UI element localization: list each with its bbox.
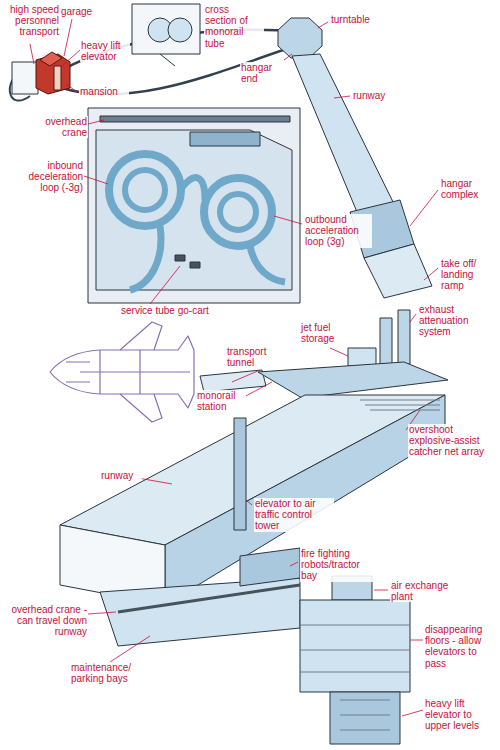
- leader-line: [410, 190, 438, 226]
- fuel-tank: [348, 348, 376, 366]
- callout-label: service tube go-cart: [120, 305, 230, 316]
- callout-label: heavy lift elevator to upper levels: [424, 698, 496, 732]
- mansion-roof: [40, 52, 62, 66]
- runway-tube: [292, 54, 398, 224]
- callout-label: hangar complex: [440, 178, 496, 200]
- callout-label: overhead crane -can travel down runway: [8, 604, 88, 638]
- callout-label: runway: [100, 470, 142, 481]
- leader-line: [410, 314, 416, 322]
- leader-line: [88, 612, 116, 614]
- callout-label: maintenance/ parking bays: [70, 662, 150, 684]
- leader-line: [334, 96, 350, 98]
- elevator-complex: [300, 600, 410, 692]
- leader-line: [290, 562, 298, 566]
- overhead-crane: [100, 116, 290, 122]
- callout-label: elevator to air traffic control tower: [254, 498, 334, 532]
- disappearing-floor: [300, 625, 410, 672]
- plane-outline: [50, 322, 194, 422]
- callout-label: hangar end: [240, 62, 288, 84]
- acceleration-loop: [204, 178, 272, 246]
- leader-line: [410, 640, 423, 641]
- catcher-net: [360, 400, 440, 410]
- callout-label: high speed personnel transport: [2, 4, 60, 38]
- callout-label: outbound acceleration loop (3g): [304, 214, 372, 248]
- leader-line: [318, 22, 328, 28]
- heavy-lift-elevator: [54, 66, 61, 90]
- leader-line: [150, 266, 180, 304]
- callout-label: disappearing floors - allow elevators to…: [424, 624, 496, 669]
- acceleration-loop: [220, 194, 256, 230]
- inset-frame: [88, 108, 300, 303]
- tower-elevator: [234, 418, 246, 530]
- callout-label: mansion: [79, 86, 129, 97]
- leader-lines: [30, 19, 438, 716]
- go-cart: [190, 262, 200, 268]
- callout-label: overshoot explosive-assist catcher net a…: [408, 424, 494, 458]
- ramp: [364, 244, 432, 298]
- callout-label: air exchange plant: [390, 580, 450, 602]
- callout-label: exhaust attenuation system: [418, 304, 496, 338]
- leader-line: [88, 120, 104, 124]
- callout-label: turntable: [330, 14, 390, 25]
- callout-label: transport tunnel: [226, 346, 282, 368]
- callout-label: heavy lift elevator: [80, 40, 130, 62]
- leader-line: [84, 176, 108, 184]
- fire-bay: [240, 548, 300, 586]
- inset-floor: [96, 130, 292, 290]
- maintenance-bays: [100, 578, 300, 646]
- shaft-rungs: [340, 700, 390, 730]
- callout-label: cross section of monorail tube: [204, 4, 264, 49]
- callout-label: garage: [60, 6, 100, 17]
- leader-line: [30, 44, 34, 64]
- callout-label: inbound deceleration loop (-3g): [18, 160, 84, 194]
- garage-building: [12, 62, 38, 94]
- transport-tunnel: [200, 370, 266, 392]
- leader-line: [402, 710, 423, 716]
- leader-line: [110, 636, 150, 662]
- cart-rack: [190, 132, 260, 146]
- leader-line: [284, 54, 292, 60]
- leader-line: [246, 500, 252, 505]
- go-cart: [175, 255, 185, 261]
- tube-section: [168, 18, 192, 42]
- callout-label: monorail station: [196, 390, 246, 412]
- turntable: [278, 18, 322, 58]
- heavy-lift-shaft: [330, 692, 400, 744]
- leader-line: [330, 348, 348, 356]
- service-tube: [130, 178, 285, 290]
- overhead-crane: [118, 585, 300, 612]
- leader-line: [138, 478, 172, 484]
- deceleration-loop: [109, 154, 181, 226]
- inset-pointer: [160, 54, 175, 66]
- leader-line: [62, 50, 80, 66]
- monorail-station: [258, 362, 448, 398]
- exhaust-stack: [380, 318, 392, 364]
- leader-line: [374, 590, 388, 591]
- cross-section-inset: [132, 4, 200, 54]
- callout-label: jet fuel storage: [300, 322, 356, 344]
- callout-label: take off/ landing ramp: [440, 258, 496, 292]
- callout-label: runway: [352, 90, 402, 101]
- top-layout: [10, 4, 432, 303]
- leader-line: [242, 382, 272, 398]
- bottom-layout: [50, 310, 448, 744]
- leader-line: [274, 216, 302, 224]
- leader-line: [232, 370, 260, 382]
- runway-side: [165, 395, 445, 605]
- deceleration-loop: [125, 170, 165, 210]
- callout-label: overhead crane: [36, 116, 88, 138]
- callout-label: fire fighting robots/tractor bay: [300, 548, 374, 582]
- leader-line: [424, 268, 438, 280]
- exhaust-stack: [398, 310, 410, 364]
- leader-line: [66, 84, 77, 92]
- leader-line: [64, 19, 72, 56]
